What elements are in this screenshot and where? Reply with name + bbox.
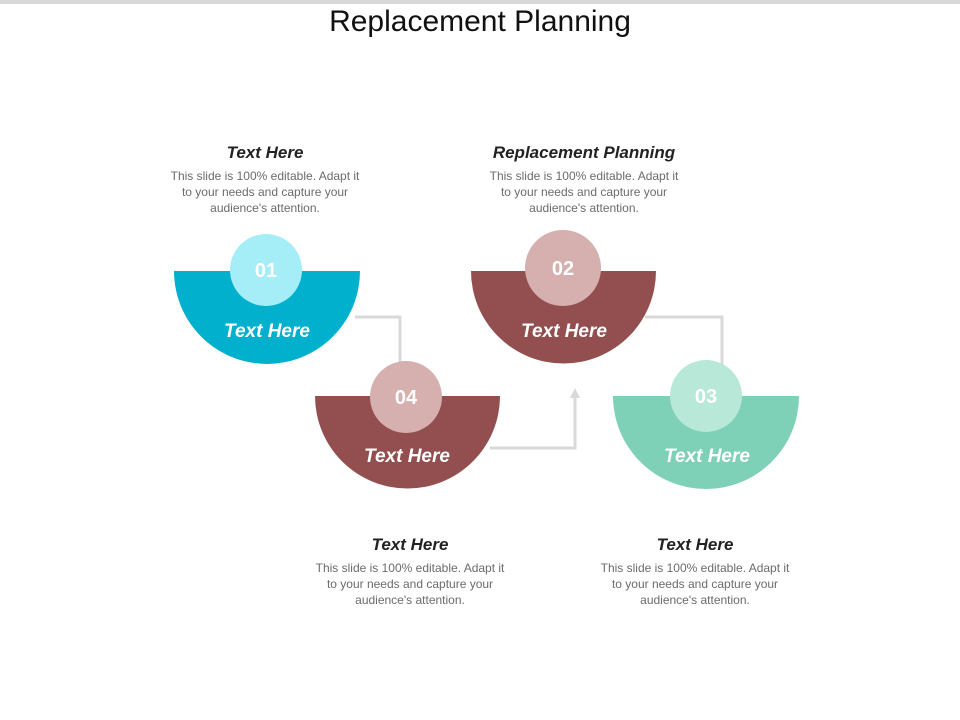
stage-label: Text Here: [224, 321, 310, 342]
text-block-02: Replacement Planning This slide is 100% …: [464, 142, 704, 216]
text-block-body: This slide is 100% editable. Adapt it to…: [150, 168, 380, 216]
text-block-03: Text Here This slide is 100% editable. A…: [580, 534, 810, 608]
stage-number: 02: [552, 258, 574, 280]
stage-label: Text Here: [364, 446, 450, 467]
stage-bowl: [471, 271, 656, 364]
stage-label: Text Here: [664, 446, 750, 467]
stage-number-circle: [670, 360, 742, 432]
arrow-head: [570, 388, 580, 398]
text-block-body: This slide is 100% editable. Adapt it to…: [295, 560, 525, 608]
text-block-line: This slide is 100% editable. Adapt it: [489, 169, 679, 183]
text-block-line: audience's attention.: [529, 201, 639, 215]
slide-title: Replacement Planning: [329, 5, 631, 38]
stage-number: 04: [395, 387, 418, 409]
text-block-heading: Text Here: [371, 535, 449, 554]
stage-04: 04 Text Here: [315, 361, 500, 489]
text-block-line: to your needs and capture your: [500, 185, 668, 199]
text-block-line: to your needs and capture your: [326, 577, 494, 591]
stage-bowl: [315, 396, 500, 489]
text-block-line: to your needs and capture your: [611, 577, 779, 591]
text-block-04: Text Here This slide is 100% editable. A…: [295, 534, 525, 608]
stage-bowl: [174, 271, 360, 364]
connectors: [355, 315, 724, 450]
top-rule: [0, 0, 960, 4]
text-block-heading: Text Here: [226, 143, 304, 162]
text-block-line: audience's attention.: [355, 593, 465, 607]
connector-02-03: [645, 315, 724, 370]
text-block-line: This slide is 100% editable. Adapt it: [170, 169, 360, 183]
text-block-line: This slide is 100% editable. Adapt it: [315, 561, 505, 575]
connector-01-04: [355, 315, 402, 372]
stage-label: Text Here: [521, 321, 607, 342]
stage-bowl: [613, 396, 799, 489]
stage-number: 03: [695, 386, 717, 408]
stage-number-circle: [230, 234, 302, 306]
text-block-body: This slide is 100% editable. Adapt it to…: [464, 168, 704, 216]
text-block-line: audience's attention.: [640, 593, 750, 607]
stage-number-circle: [525, 230, 601, 306]
text-block-line: This slide is 100% editable. Adapt it: [600, 561, 790, 575]
text-block-body: This slide is 100% editable. Adapt it to…: [580, 560, 810, 608]
connector-04-02: [490, 396, 577, 450]
text-block-line: to your needs and capture your: [181, 185, 349, 199]
stage-03: 03 Text Here: [613, 360, 799, 489]
stage-02: 02 Text Here: [471, 230, 656, 364]
text-block-01: Text Here This slide is 100% editable. A…: [150, 142, 380, 216]
text-block-heading: Text Here: [656, 535, 734, 554]
stage-number: 01: [255, 260, 277, 282]
text-block-heading: Replacement Planning: [492, 143, 676, 162]
stage-number-circle: [370, 361, 442, 433]
text-block-line: audience's attention.: [210, 201, 320, 215]
stage-01: 01 Text Here: [174, 234, 360, 364]
